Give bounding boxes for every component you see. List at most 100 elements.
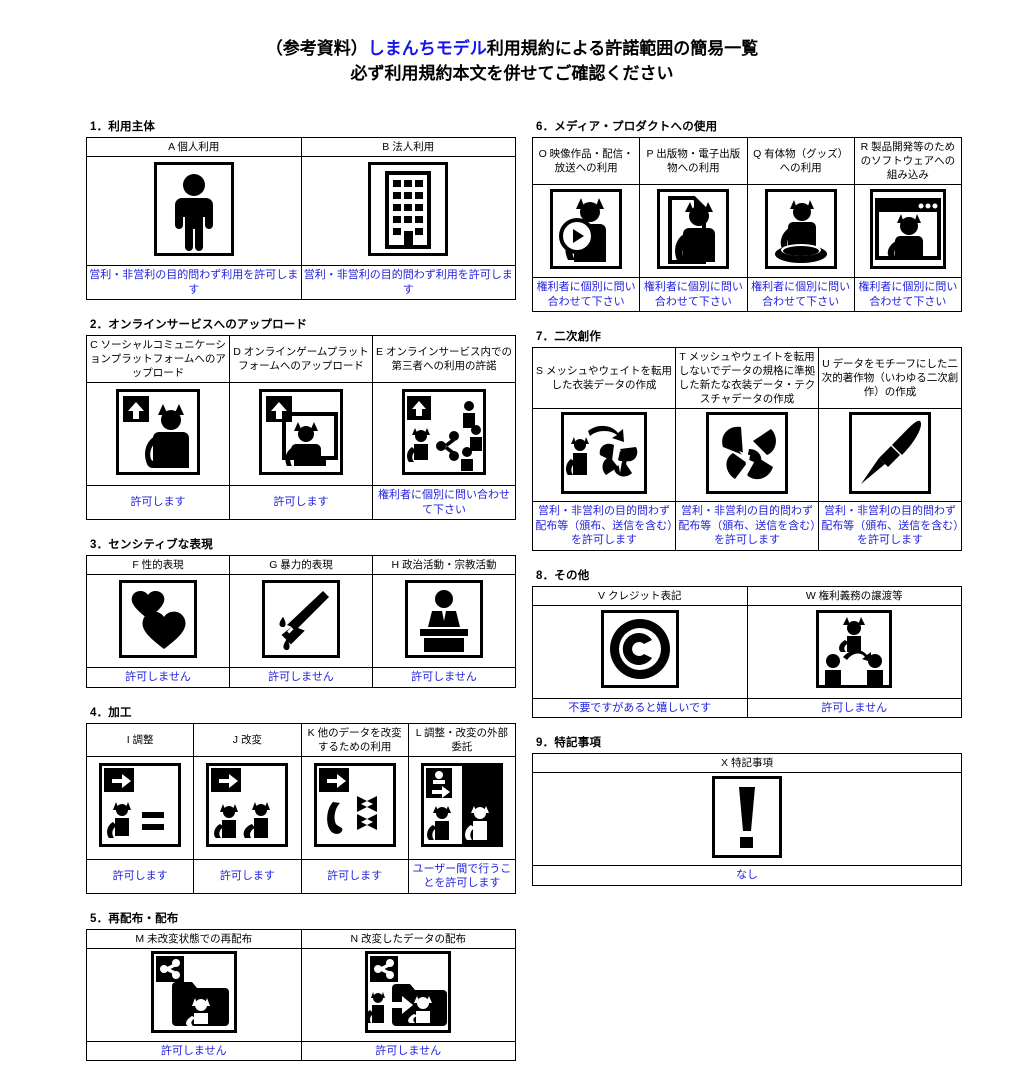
cell-icon-X — [532, 772, 962, 866]
table-row-header: C ソーシャルコミュニケーションプラットフォームへのアップロード D オンライン… — [86, 335, 516, 383]
cell-note-H: 許可しません — [372, 667, 516, 688]
table-row-icon — [532, 604, 962, 699]
cell-note-G: 許可しません — [229, 667, 373, 688]
section-7-heading: 7．二次創作 — [536, 331, 602, 343]
cell-header-Q: Q 有体物（グッズ）への利用 — [746, 137, 855, 185]
table-row-header: X 特記事項 — [532, 753, 962, 773]
cell-header-V: V クレジット表記 — [532, 585, 748, 606]
section-5-heading: 5．再配布・配布 — [90, 912, 179, 925]
section-6-table: O 映像作品・配信・放送への利用 P 出版物・電子出版物への利用 Q 有体物（グ… — [531, 137, 963, 312]
cell-header-S: S メッシュやウェイトを転用した衣装データの作成 — [532, 347, 676, 409]
cell-note-X: なし — [532, 865, 962, 886]
table-row-note: 営利・非営利の目的問わず利用を許可します 営利・非営利の目的問わず利用を許可しま… — [86, 265, 516, 300]
section-9: 9．特記事項 X 特記事項 なし — [532, 734, 962, 886]
cell-note-N: 許可しません — [300, 1040, 516, 1061]
cell-header-F: F 性的表現 — [86, 555, 230, 575]
cell-header-U: U データをモチーフにした二次的著作物（いわゆる二次創作）の作成 — [818, 347, 962, 409]
cell-header-M: M 未改変状態での再配布 — [86, 928, 302, 949]
cat-document-icon — [657, 188, 730, 269]
cell-icon-B — [300, 156, 516, 266]
section-6-heading: 6．メディア・プロダクトへの使用 — [536, 121, 718, 133]
section-4-heading: 4．加工 — [90, 706, 132, 719]
cell-header-K: K 他のデータを改変するための利用 — [300, 722, 409, 757]
cell-note-L: ユーザー間で行うことを許可します — [407, 858, 517, 894]
table-row-note: 許可しません 許可しません — [86, 1040, 516, 1061]
page-title: （参考資料）しまんちモデル利用規約による許諾範囲の簡易一覧 必ず利用規約本文を併… — [0, 36, 1024, 86]
table-row-note: 許可しません 許可しません 許可しません — [86, 667, 516, 688]
section-9-heading: 9．特記事項 — [536, 737, 602, 749]
copyright-icon — [600, 610, 679, 688]
table-row-icon — [86, 156, 516, 266]
cell-header-N: N 改変したデータの配布 — [300, 928, 516, 949]
arrow-cat-cat-icon — [206, 763, 289, 847]
podium-speaker-icon — [405, 579, 483, 658]
cell-icon-V — [532, 604, 748, 699]
share-folder-cat-modified-icon — [365, 951, 452, 1033]
cell-note-P: 権利者に個別に問い合わせて下さい — [639, 277, 748, 312]
cell-icon-T — [675, 408, 819, 502]
title-suffix: 利用規約による許諾範囲の簡易一覧 — [486, 39, 759, 58]
dress-icon — [706, 411, 788, 494]
table-row-icon — [86, 947, 516, 1042]
cell-header-L: L 調整・改変の外部委託 — [407, 722, 517, 757]
table-row-header: V クレジット表記 W 権利義務の譲渡等 — [532, 585, 962, 606]
table-row-icon — [86, 382, 516, 486]
cell-note-R: 権利者に個別に問い合わせて下さい — [853, 277, 963, 312]
left-column: 1．利用主体 A 個人利用 B 法人利用 — [85, 118, 517, 1077]
section-5: 5．再配布・配布 M 未改変状態での再配布 N 改変したデータの配布 — [86, 910, 516, 1061]
table-row-icon — [532, 408, 962, 502]
cell-header-A: A 個人利用 — [86, 137, 302, 157]
cell-icon-D — [229, 382, 373, 486]
upload-cat-icon — [116, 388, 200, 475]
cell-note-E: 権利者に個別に問い合わせて下さい — [372, 485, 516, 520]
title-highlight: しまんちモデル — [367, 39, 487, 58]
cell-icon-W — [746, 604, 962, 699]
cell-note-Q: 権利者に個別に問い合わせて下さい — [746, 277, 855, 312]
cell-note-O: 権利者に個別に問い合わせて下さい — [531, 277, 641, 312]
cat-app-window-icon — [869, 188, 946, 269]
cell-icon-P — [639, 184, 748, 278]
cell-header-C: C ソーシャルコミュニケーションプラットフォームへのアップロード — [86, 335, 230, 383]
table-row-note: 不要ですがあると嬉しいです 許可しません — [532, 697, 962, 718]
cell-header-T: T メッシュやウェイトを転用しないでデータの規格に準拠した新たな衣装データ・テク… — [675, 347, 819, 409]
cell-icon-A — [86, 156, 302, 266]
cell-header-I: I 調整 — [85, 722, 195, 757]
cell-header-O: O 映像作品・配信・放送への利用 — [531, 137, 641, 185]
table-row-header: M 未改変状態での再配布 N 改変したデータの配布 — [86, 928, 516, 949]
cell-icon-U — [818, 408, 962, 502]
cell-note-A: 営利・非営利の目的問わず利用を許可します — [86, 265, 302, 300]
section-3: 3．センシティブな表現 F 性的表現 G 暴力的表現 H 政治活動・宗教活動 — [86, 536, 516, 688]
paintbrush-icon — [849, 411, 931, 494]
cell-note-J: 許可します — [193, 858, 302, 894]
cell-icon-K — [300, 755, 409, 860]
cell-header-B: B 法人利用 — [300, 137, 516, 157]
section-4-table: I 調整 J 改変 K 他のデータを改変するための利用 L 調整・改変の外部委託 — [85, 722, 517, 894]
two-users-cat-swap-icon — [420, 763, 503, 847]
cell-note-F: 許可しません — [86, 667, 230, 688]
cell-icon-Q — [746, 184, 855, 278]
cell-note-I: 許可します — [85, 858, 195, 894]
section-7: 7．二次創作 S メッシュやウェイトを転用した衣装データの作成 T メッシュやウ… — [532, 328, 962, 551]
cell-icon-O — [531, 184, 641, 278]
cell-icon-S — [532, 408, 676, 502]
table-row-header: O 映像作品・配信・放送への利用 P 出版物・電子出版物への利用 Q 有体物（グ… — [531, 137, 963, 185]
cell-note-T: 営利・非営利の目的問わず配布等（頒布、送信を含む）を許可します — [675, 501, 819, 551]
cell-icon-J — [193, 755, 302, 860]
table-row-note: 許可します 許可します 権利者に個別に問い合わせて下さい — [86, 485, 516, 520]
section-8-heading: 8．その他 — [536, 569, 590, 582]
cell-icon-I — [85, 755, 195, 860]
cell-header-P: P 出版物・電子出版物への利用 — [639, 137, 748, 185]
cell-icon-F — [86, 574, 230, 668]
cell-header-X: X 特記事項 — [532, 753, 962, 773]
right-column: 6．メディア・プロダクトへの使用 O 映像作品・配信・放送への利用 P 出版物・… — [531, 118, 963, 902]
section-8: 8．その他 V クレジット表記 W 権利義務の譲渡等 — [532, 567, 962, 718]
section-1-table: A 個人利用 B 法人利用 — [86, 137, 516, 300]
section-8-table: V クレジット表記 W 権利義務の譲渡等 — [532, 585, 962, 718]
section-7-table: S メッシュやウェイトを転用した衣装データの作成 T メッシュやウェイトを転用し… — [532, 347, 962, 551]
cell-header-R: R 製品開発等のためのソフトウェアへの組み込み — [853, 137, 963, 185]
cell-note-U: 営利・非営利の目的問わず配布等（頒布、送信を含む）を許可します — [818, 501, 962, 551]
cell-note-K: 許可します — [300, 858, 409, 894]
cell-header-H: H 政治活動・宗教活動 — [372, 555, 516, 575]
upload-cat-share-people-icon — [402, 388, 486, 475]
building-icon — [368, 161, 449, 256]
